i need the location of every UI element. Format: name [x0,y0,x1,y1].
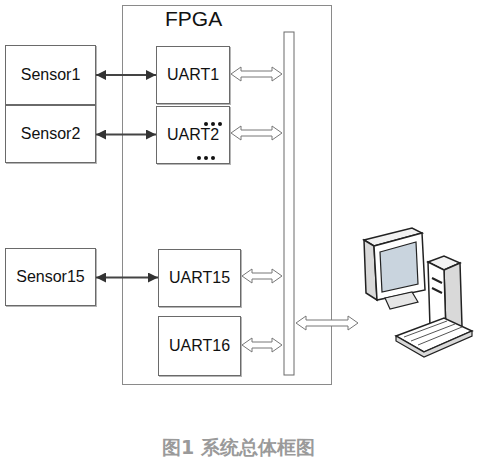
module-box: Sensor1 [5,45,96,105]
box-label: Sensor2 [21,125,81,143]
keyboard-row [411,324,455,341]
module-box: Sensor2 [5,105,96,163]
bus-arrow [231,126,282,140]
ellipsis-dot [218,122,222,126]
bus-arrow [242,269,282,283]
ellipsis-dot [211,122,215,126]
keyboard-row [418,327,462,345]
module-box: UART15 [158,249,241,307]
monitor-stand [385,292,418,309]
serial-link [96,74,156,76]
fpga-container: FPGA UART1UART2UART15UART16 [122,5,332,385]
monitor-front [374,233,425,300]
drive-slot [432,288,442,293]
container-title: FPGA [165,7,222,31]
ellipsis-dot [197,156,201,160]
monitor-screen [380,242,418,292]
box-label: UART16 [169,337,230,355]
tower-front [428,262,446,334]
box-label: Sensor15 [16,268,85,286]
box-label: Sensor1 [21,66,81,84]
ellipsis-dot [204,156,208,160]
bus-arrow [242,338,282,352]
tower-top [428,256,460,270]
serial-link [96,277,158,279]
keyboard [396,318,472,352]
bus-arrow [231,67,282,81]
drive-slot [432,278,442,283]
module-box: Sensor15 [5,248,96,306]
ellipsis-dot [204,122,208,126]
bus-bar [284,32,294,375]
box-label: UART1 [167,66,219,84]
module-box: UART1 [156,46,230,104]
box-label: UART2 [167,126,219,144]
monitor-top [364,228,422,246]
keyboard-row [404,321,447,337]
ellipsis-dot [211,156,215,160]
monitor-side [364,240,377,300]
keyboard-edge [396,331,472,357]
tower-side [444,263,462,334]
module-box: UART16 [158,316,241,376]
serial-link [96,134,156,136]
box-label: UART15 [169,269,230,287]
figure-caption: 图1 系统总体框图 [0,435,477,461]
bus-arrow [296,316,358,330]
module-box: UART2 [156,106,230,164]
